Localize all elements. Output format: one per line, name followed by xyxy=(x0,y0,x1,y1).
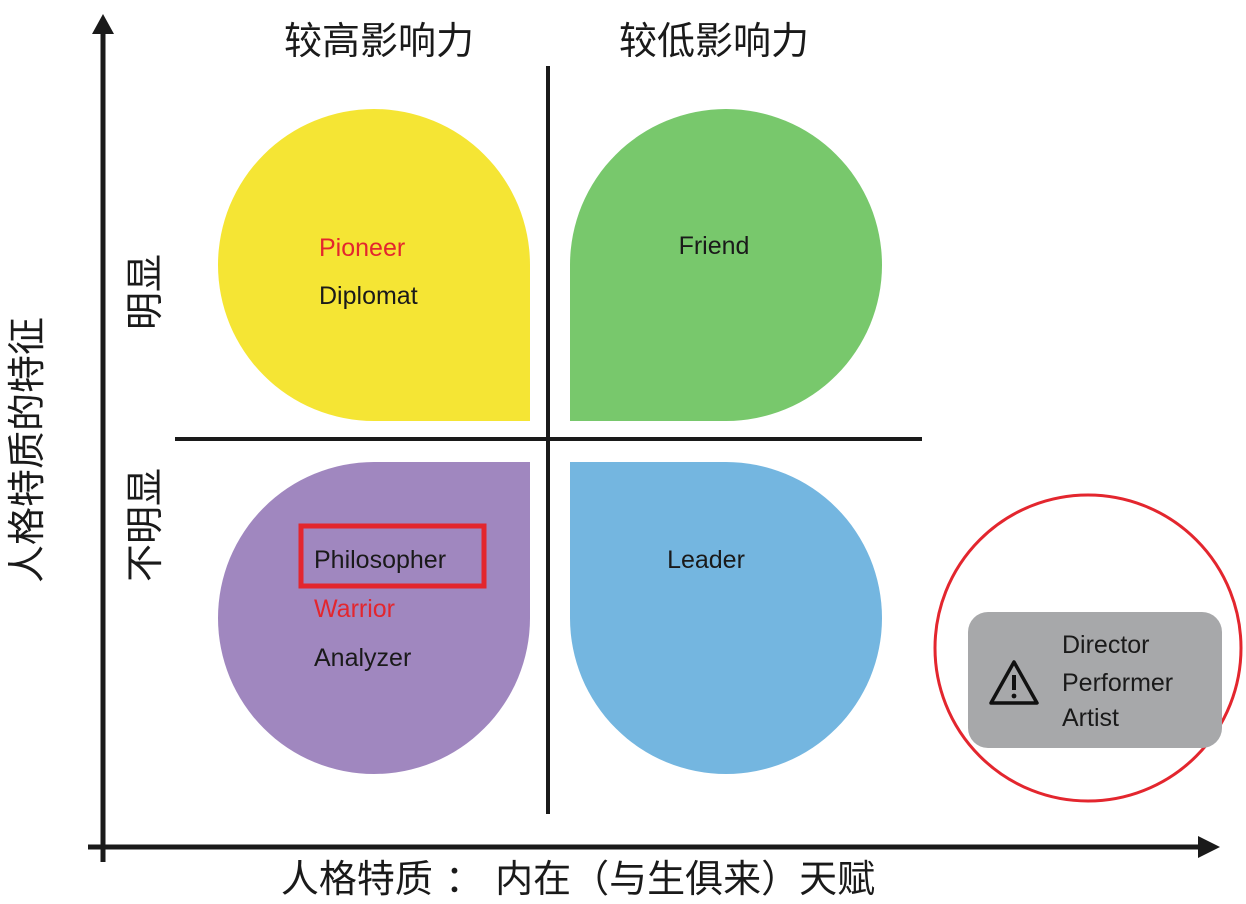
x-axis-arrowhead xyxy=(1198,836,1220,858)
x-axis-label: 人格特质 ： 内在（与生俱来）天赋 xyxy=(281,857,875,901)
outside-item-artist: Artist xyxy=(1062,704,1119,732)
item-pioneer: Pioneer xyxy=(319,234,405,262)
outside-box xyxy=(968,612,1222,748)
petal-top-left xyxy=(218,109,530,421)
highlight-box-philosopher xyxy=(298,523,487,589)
item-diplomat: Diplomat xyxy=(319,282,418,310)
item-leader: Leader xyxy=(667,546,745,574)
item-analyzer: Analyzer xyxy=(314,644,411,672)
row-label-top: 明显 xyxy=(123,254,167,330)
outside-item-performer: Performer xyxy=(1062,669,1173,697)
item-philosopher: Philosopher xyxy=(314,546,446,574)
column-header-left: 较高影响力 xyxy=(284,19,474,63)
row-label-bottom: 不明显 xyxy=(123,468,167,582)
warning-icon xyxy=(989,660,1039,705)
item-friend: Friend xyxy=(679,232,750,260)
outside-group: Director Performer Artist xyxy=(933,493,1243,803)
y-axis-arrowhead xyxy=(92,14,114,34)
petal-top-right xyxy=(570,109,882,421)
outside-circle xyxy=(933,493,1243,803)
axes xyxy=(88,14,1220,862)
quadrant-dividers xyxy=(175,66,922,814)
outside-item-director: Director xyxy=(1062,631,1150,659)
petal-bottom-right xyxy=(570,462,882,774)
y-axis-label: 人格特质的特征 xyxy=(5,317,49,583)
petals xyxy=(218,109,882,774)
item-warrior: Warrior xyxy=(314,595,395,623)
column-header-right: 较低影响力 xyxy=(619,19,809,63)
petal-bottom-left xyxy=(218,462,530,774)
